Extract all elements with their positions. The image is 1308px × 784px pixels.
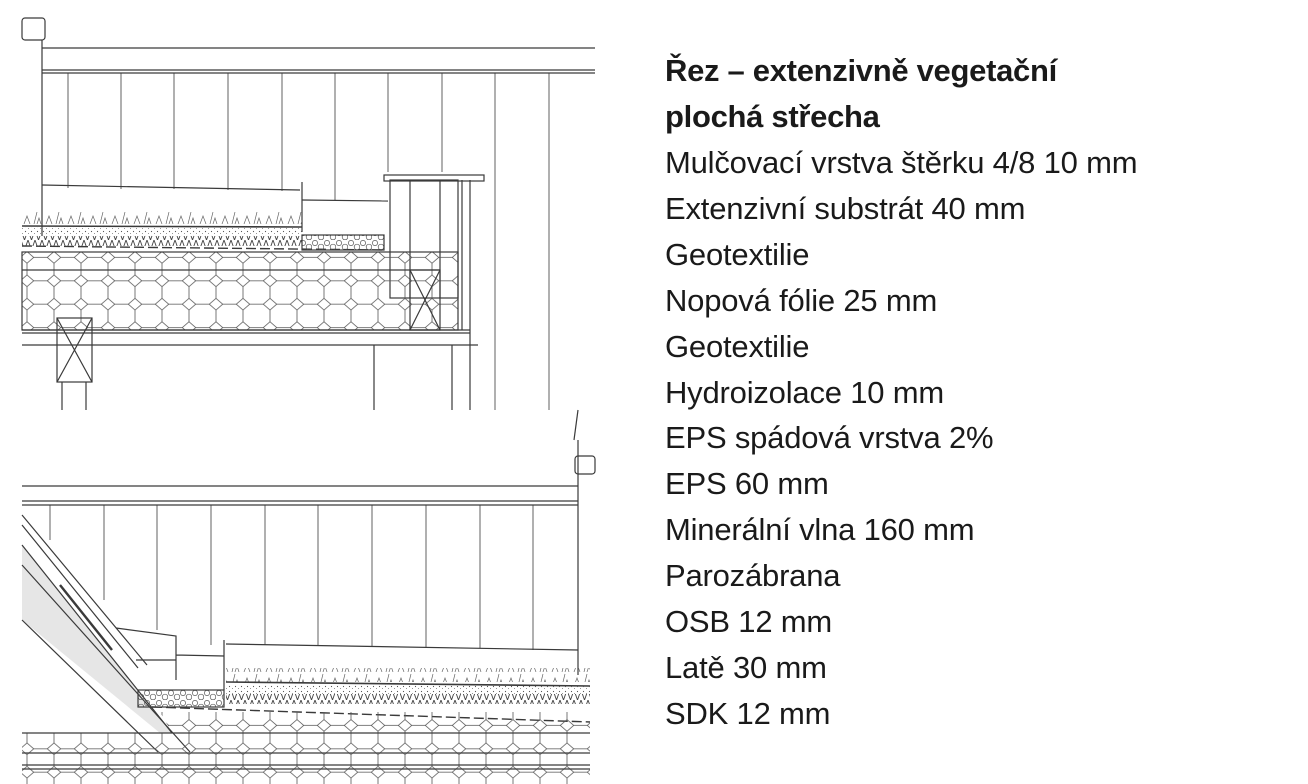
layer-item: Mulčovací vrstva štěrku 4/8 10 mm bbox=[665, 145, 1138, 180]
title-line-2: plochá střecha bbox=[665, 99, 880, 134]
top-detail bbox=[21, 17, 595, 410]
roof-section-drawing bbox=[21, 17, 596, 784]
layer-item: Parozábrana bbox=[665, 558, 841, 594]
layer-item: OSB 12 mm bbox=[665, 604, 833, 640]
bottom-detail bbox=[21, 409, 596, 784]
layer-item: Latě 30 mm bbox=[665, 649, 827, 685]
layer-item: Minerální vlna 160 mm bbox=[665, 512, 975, 548]
layer-item: EPS 60 mm bbox=[665, 466, 829, 502]
layer-list: Mulčovací vrstva štěrku 4/8 10 mm Extenz… bbox=[665, 140, 1138, 737]
layer-item: Geotextilie bbox=[665, 328, 810, 364]
layer-item: Hydroizolace 10 mm bbox=[665, 374, 944, 410]
section-title: Řez – extenzivně vegetační plochá střech… bbox=[665, 48, 1137, 140]
layer-item: Geotextilie bbox=[665, 236, 810, 272]
title-line-1: Řez – extenzivně vegetační bbox=[665, 53, 1057, 88]
layer-item: SDK 12 mm bbox=[665, 695, 831, 731]
layer-item: EPS spádová vrstva 2% bbox=[665, 420, 994, 456]
layer-item: Extenzivní substrát 40 mm bbox=[665, 190, 1026, 226]
layer-legend: Řez – extenzivně vegetační plochá střech… bbox=[665, 48, 1138, 737]
layer-item: Nopová fólie 25 mm bbox=[665, 282, 938, 318]
